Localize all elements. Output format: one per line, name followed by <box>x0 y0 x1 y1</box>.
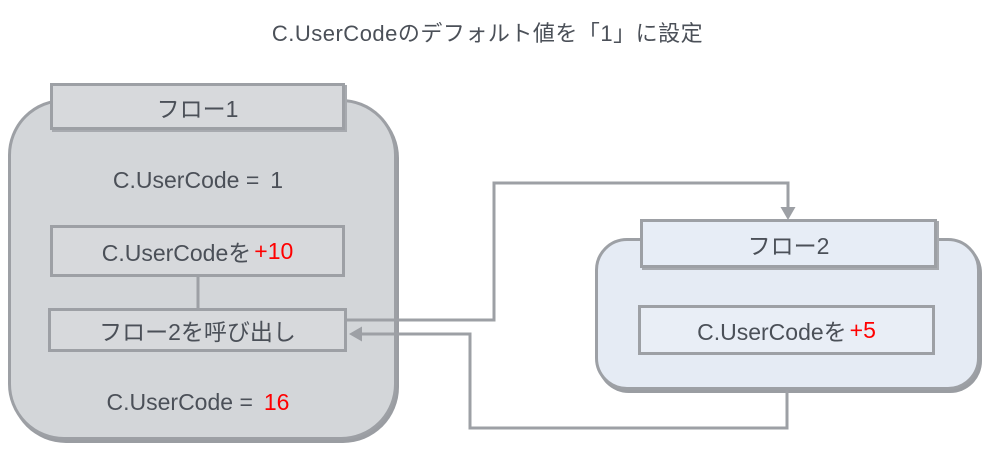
flow1-initial-label: C.UserCode = <box>112 167 260 193</box>
flow2-step-add5-label: C.UserCodeを <box>697 319 847 345</box>
flow1-step-call-label: フロー2を呼び出し <box>99 319 296 345</box>
flow1-step-add10-label: C.UserCodeを <box>101 240 252 266</box>
flow1-initial-number: 1 <box>270 167 284 193</box>
flow2-step-add5-value: +5 <box>849 316 876 343</box>
flow1-step-call: フロー2を呼び出し <box>48 308 347 352</box>
flow2-step-add5: C.UserCodeを+5 <box>638 305 935 355</box>
flow1-initial-value: C.UserCode = 1 <box>28 167 368 194</box>
flow1-step-add10-value: +10 <box>254 237 294 264</box>
flow1-result-label: C.UserCode = <box>106 389 253 415</box>
flow1-header: フロー1 <box>50 83 345 130</box>
flow2-header: フロー2 <box>640 219 937 268</box>
diagram-title: C.UserCodeのデフォルト値を「1」に設定 <box>271 21 704 46</box>
flow2-header-label: フロー2 <box>747 232 830 259</box>
flow1-result-value: C.UserCode = 16 <box>28 389 368 416</box>
flow1-result-number: 16 <box>263 389 290 415</box>
flow1-step-add10: C.UserCodeを+10 <box>50 225 345 277</box>
flow1-header-label: フロー1 <box>156 95 239 122</box>
